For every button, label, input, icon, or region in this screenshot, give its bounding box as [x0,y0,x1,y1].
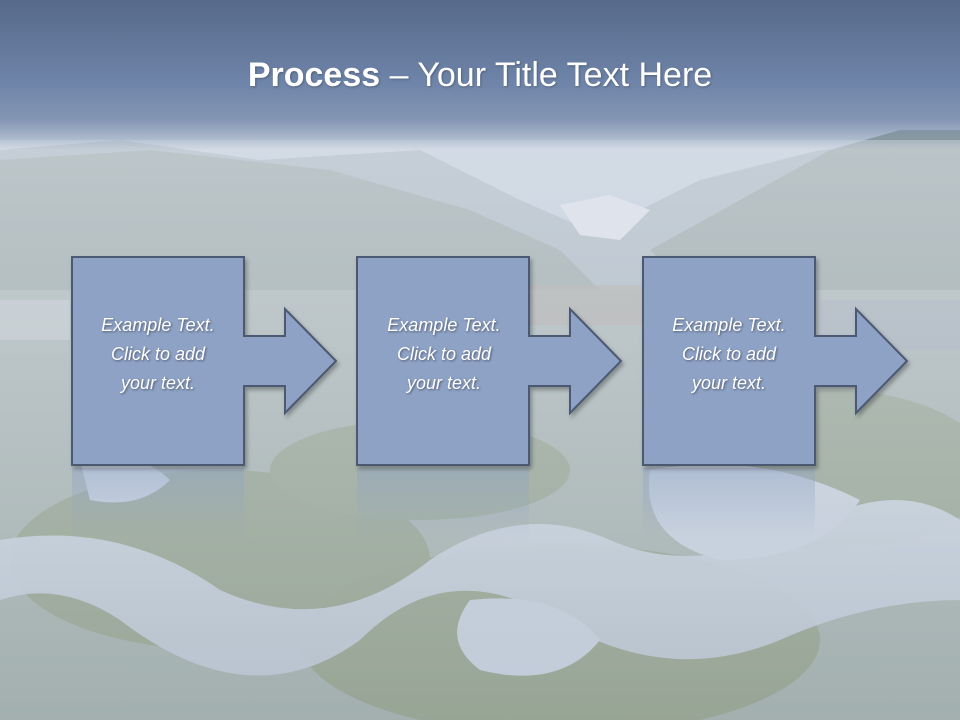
process-step-3-shape[interactable] [642,256,909,466]
process-step-2-shape[interactable] [356,256,623,466]
title-rest: – Your Title Text Here [380,56,713,94]
slide-title[interactable]: Process – Your Title Text Here [0,52,960,98]
process-step-1-shape[interactable] [71,256,338,466]
process-step-1-text[interactable]: Example Text. Click to add your text. [101,315,215,393]
process-step-3-text[interactable]: Example Text. Click to add your text. [672,315,786,393]
title-band [0,0,960,150]
title-bold-word: Process [247,56,381,94]
arrow-reflections [72,468,815,538]
process-step-2-text[interactable]: Example Text. Click to add your text. [387,315,501,393]
